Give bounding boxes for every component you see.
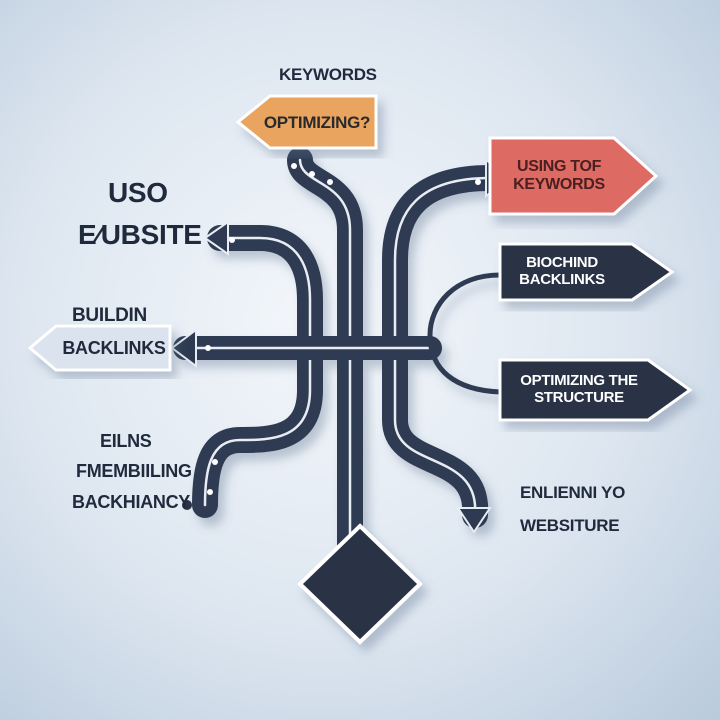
label-using-tof-line2: KEYWORDS [500,176,618,194]
label-backhiancy: BACKHIANCY [72,493,190,513]
label-enlienni-line1: ENLIENNI YO [520,484,625,503]
label-enlienni-line2: WEBSITURE [520,517,625,536]
label-biochind: BIOCHIND BACKLINKS [503,254,621,289]
road-right-loop [430,275,500,392]
label-biochind-line1: BIOCHIND [503,254,621,271]
label-backlinks-left: BACKLINKS [58,338,170,359]
arrow-backlinks-icon [172,330,196,366]
label-optimizing-structure-line1: OPTIMIZING THE [508,372,650,389]
label-fmembiling: FMEMBIILING [76,462,192,482]
label-using-tof-line1: USING TOF [500,158,618,176]
label-buildin: BUILDIN [72,306,147,327]
road-left-loop [205,238,310,505]
diamond-icon [300,526,420,642]
road-network [185,160,500,580]
label-eilns: EILNS [100,432,152,452]
label-optimizing-structure-line2: STRUCTURE [508,389,650,406]
label-biochind-line2: BACKLINKS [503,271,621,288]
label-optimizing-structure: OPTIMIZING THE STRUCTURE [508,372,650,407]
label-enlienni: ENLIENNI YO WEBSITURE [520,484,625,535]
label-keywords: KEYWORDS [279,66,377,85]
label-optimizing-q: OPTIMIZING? [262,113,372,133]
label-uso: USO [108,178,168,209]
label-using-tof: USING TOF KEYWORDS [500,158,618,195]
label-website: E⁄UBSITE [78,220,202,251]
